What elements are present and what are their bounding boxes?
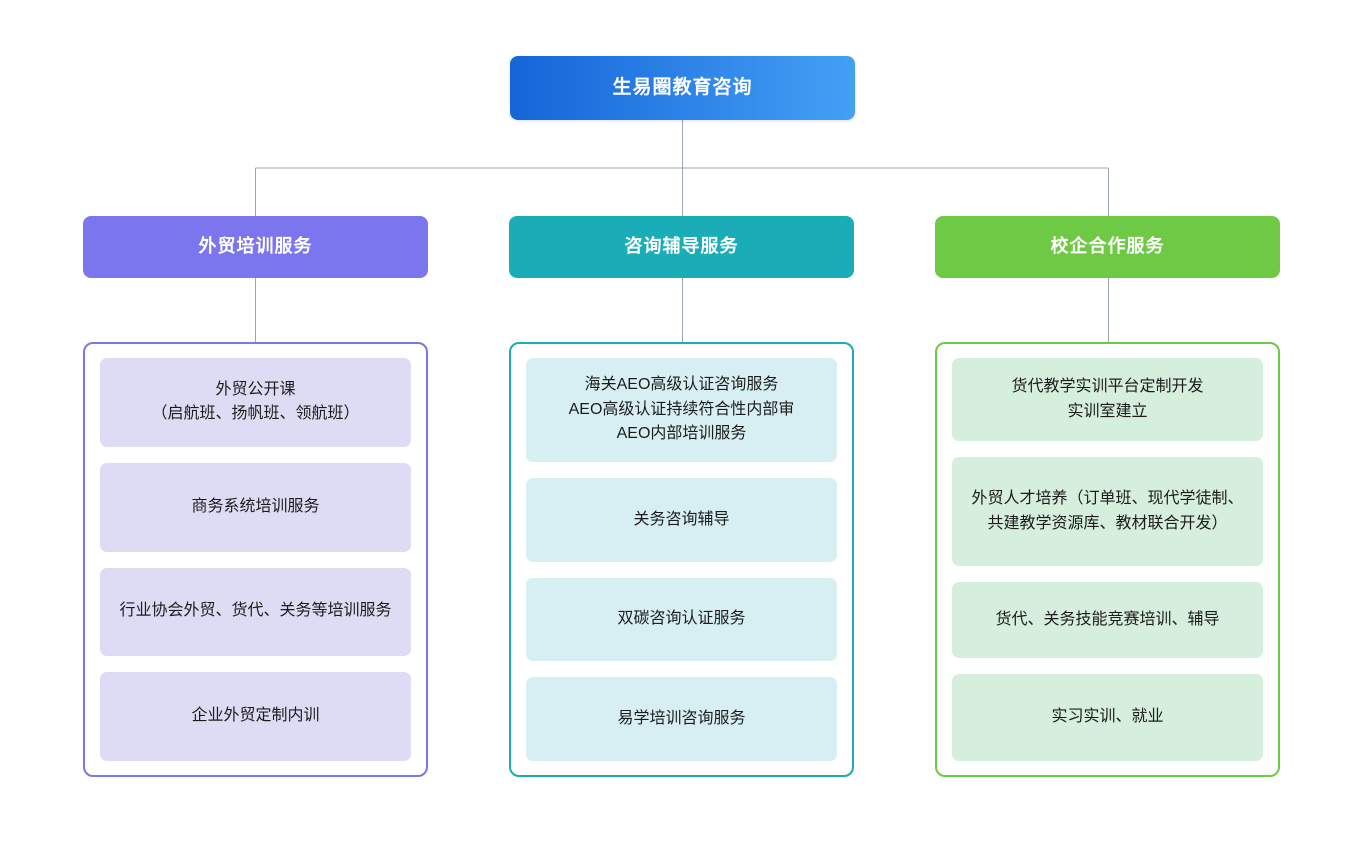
service-item[interactable]: 商务系统培训服务 [100, 462, 411, 552]
category-header-2[interactable]: 校企合作服务 [935, 216, 1280, 278]
category-header-1[interactable]: 咨询辅导服务 [509, 216, 854, 278]
service-item[interactable]: 企业外贸定制内训 [100, 672, 411, 761]
service-item[interactable]: 外贸人才培养（订单班、现代学徒制、共建教学资源库、教材联合开发） [952, 457, 1263, 567]
service-item[interactable]: 关务咨询辅导 [526, 478, 837, 562]
service-item[interactable]: 货代、关务技能竞赛培训、辅导 [952, 582, 1263, 658]
service-item[interactable]: 外贸公开课 （启航班、扬帆班、领航班） [100, 358, 411, 447]
items-container-1: 海关AEO高级认证咨询服务 AEO高级认证持续符合性内部审 AEO内部培训服务 … [509, 342, 854, 777]
root-node-label: 生易圈教育咨询 [612, 76, 753, 98]
category-header-label-1: 咨询辅导服务 [624, 236, 739, 257]
category-header-label-0: 外贸培训服务 [198, 236, 313, 257]
items-container-2: 货代教学实训平台定制开发 实训室建立 外贸人才培养（订单班、现代学徒制、共建教学… [935, 342, 1280, 777]
service-item[interactable]: 易学培训咨询服务 [526, 677, 837, 762]
service-item[interactable]: 双碳咨询认证服务 [526, 577, 837, 662]
service-item[interactable]: 海关AEO高级认证咨询服务 AEO高级认证持续符合性内部审 AEO内部培训服务 [526, 358, 837, 463]
category-header-0[interactable]: 外贸培训服务 [83, 216, 428, 278]
branch-column-1: 咨询辅导服务 海关AEO高级认证咨询服务 AEO高级认证持续符合性内部审 AEO… [509, 216, 854, 777]
items-container-0: 外贸公开课 （启航班、扬帆班、领航班） 商务系统培训服务 行业协会外贸、货代、关… [83, 342, 428, 777]
service-item[interactable]: 实习实训、就业 [952, 673, 1263, 761]
branch-column-0: 外贸培训服务 外贸公开课 （启航班、扬帆班、领航班） 商务系统培训服务 行业协会… [83, 216, 428, 777]
service-item[interactable]: 货代教学实训平台定制开发 实训室建立 [952, 358, 1263, 442]
service-item[interactable]: 行业协会外贸、货代、关务等培训服务 [100, 567, 411, 657]
branch-column-2: 校企合作服务 货代教学实训平台定制开发 实训室建立 外贸人才培养（订单班、现代学… [935, 216, 1280, 777]
root-node[interactable]: 生易圈教育咨询 [510, 56, 855, 120]
category-header-label-2: 校企合作服务 [1050, 236, 1165, 257]
